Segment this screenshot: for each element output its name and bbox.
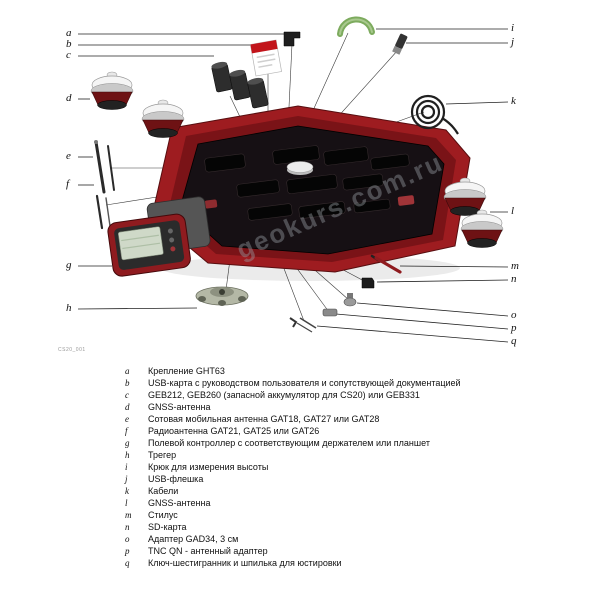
legend-text: USB-флешка: [148, 474, 204, 484]
callout-letter-j: j: [511, 36, 515, 48]
sd-card-icon: [361, 277, 375, 289]
legend-letter: f: [125, 426, 128, 436]
legend-letter: g: [125, 438, 130, 448]
legend-row: k Кабели: [125, 485, 470, 497]
legend-letter: j: [125, 474, 128, 484]
callout-letter-c: c: [66, 49, 71, 61]
legend-row: n SD-карта: [125, 521, 470, 533]
callout-leader-lines: [77, 28, 509, 343]
callout-letter-i: i: [511, 22, 515, 34]
adjustment-pins-icon: [289, 317, 317, 333]
legend-text: Адаптер GAD34, 3 см: [148, 534, 239, 544]
legend-text: Полевой контроллер с соответствующим дер…: [148, 438, 430, 448]
legend-letter: a: [125, 366, 130, 376]
legend-row: e Сотовая мобильная антенна GAT18, GAT27…: [125, 413, 470, 425]
transport-case-illustration: [151, 105, 471, 281]
legend-letter: l: [125, 498, 128, 508]
legend-letter: q: [125, 558, 130, 568]
legend-row: c GEB212, GEB260 (запасной аккумулятор д…: [125, 389, 470, 401]
callout-letter-l: l: [511, 205, 515, 217]
legend-row: m Стилус: [125, 509, 470, 521]
legend-text: Ключ-шестигранник и шпилька для юстировк…: [148, 558, 342, 568]
legend-row: f Радиоантенна GAT21, GAT25 или GAT26: [125, 425, 470, 437]
callout-letter-h: h: [66, 302, 72, 314]
callout-letter-k: k: [511, 95, 516, 107]
callout-letter-p: p: [511, 322, 517, 334]
legend-letter: n: [125, 522, 130, 532]
legend-letter: h: [125, 450, 130, 460]
legend-text: Стилус: [148, 510, 178, 520]
callout-letter-a: a: [66, 27, 72, 39]
height-hook-icon: [337, 16, 375, 37]
ght63-bracket-icon: [283, 31, 301, 47]
legend-text: Радиоантенна GAT21, GAT25 или GAT26: [148, 426, 320, 436]
legend-letter: b: [125, 378, 130, 388]
legend-row: h Трегер: [125, 449, 470, 461]
legend-letter: p: [125, 546, 130, 556]
legend-letter: i: [125, 462, 128, 472]
legend-letter: o: [125, 534, 130, 544]
legend-text: Трегер: [148, 450, 177, 460]
callout-letter-f: f: [66, 178, 70, 190]
legend-row: b USB-карта с руководством пользователя …: [125, 377, 470, 389]
cable-coil-icon: [410, 94, 459, 135]
legend-row: p TNC QN - антенный адаптер: [125, 545, 470, 557]
usb-doc-card-icon: [250, 39, 282, 77]
callout-letter-d: d: [66, 92, 72, 104]
callout-letter-e: e: [66, 150, 71, 162]
legend-row: o Адаптер GAD34, 3 см: [125, 533, 470, 545]
legend-row: l GNSS-антенна: [125, 497, 470, 509]
legend-text: TNC QN - антенный адаптер: [148, 546, 268, 556]
legend-text: Крюк для измерения высоты: [148, 462, 269, 472]
legend-text: GNSS-антенна: [148, 402, 211, 412]
legend-text: Кабели: [148, 486, 179, 496]
stored-antenna-dome-icon: [286, 161, 314, 175]
legend-row: g Полевой контроллер с соответствующим д…: [125, 437, 470, 449]
callout-letter-q: q: [511, 335, 517, 347]
foam-slots: [204, 145, 410, 221]
legend-letter: e: [125, 414, 129, 424]
legend-row: a Крепление GHT63: [125, 365, 470, 377]
figure-id: CS20_001: [58, 347, 86, 353]
legend-text: GNSS-антенна: [148, 498, 211, 508]
tnc-adapter-icon: [322, 308, 338, 317]
legend-letter: m: [125, 510, 132, 520]
callout-letter-g: g: [66, 259, 72, 271]
legend-row: j USB-флешка: [125, 473, 470, 485]
tribrach-icon: [195, 286, 249, 306]
cell-antenna-rods-icon: [94, 140, 115, 194]
legend-row: i Крюк для измерения высоты: [125, 461, 470, 473]
legend-letter: d: [125, 402, 130, 412]
legend-letter: k: [125, 486, 129, 496]
legend-row: d GNSS-антенна: [125, 401, 470, 413]
legend-text: GEB212, GEB260 (запасной аккумулятор для…: [148, 390, 420, 400]
gad34-adapter-icon: [343, 293, 357, 307]
exploded-diagram: [77, 16, 509, 343]
callout-letter-m: m: [511, 260, 519, 272]
field-controller-icon: [107, 196, 211, 277]
callout-letter-n: n: [511, 273, 517, 285]
callout-letter-b: b: [66, 38, 72, 50]
legend-text: Сотовая мобильная антенна GAT18, GAT27 и…: [148, 414, 380, 424]
stylus-icon: [370, 254, 402, 274]
usb-stick-icon: [392, 33, 408, 55]
radio-antenna-rods-icon: [95, 194, 111, 230]
legend-letter: c: [125, 390, 129, 400]
gnss-antenna-left-icons: [90, 71, 185, 138]
legend-text: SD-карта: [148, 522, 187, 532]
legend: a Крепление GHT63 b USB-карта с руководс…: [125, 365, 470, 569]
legend-row: q Ключ-шестигранник и шпилька для юстиро…: [125, 557, 470, 569]
legend-text: USB-карта с руководством пользователя и …: [148, 378, 461, 388]
legend-text: Крепление GHT63: [148, 366, 225, 376]
callout-letter-o: o: [511, 309, 517, 321]
